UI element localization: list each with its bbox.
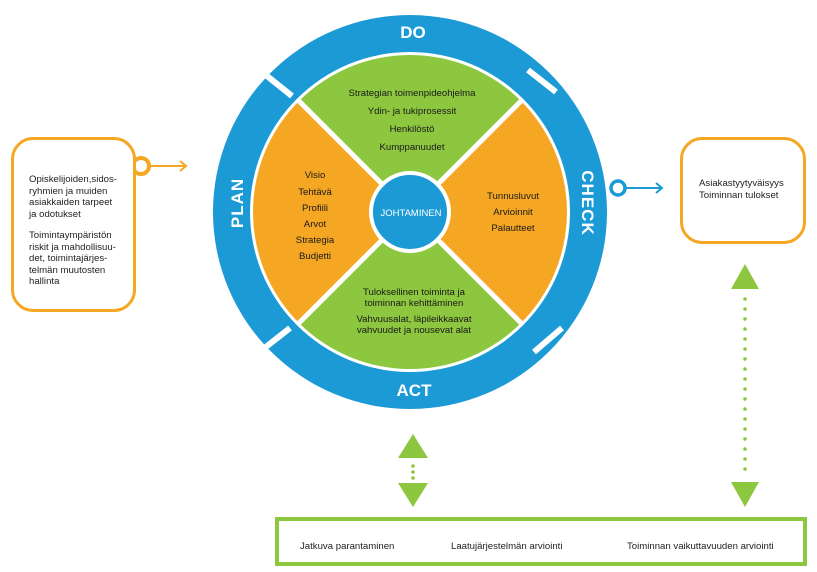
text-line: hallinta <box>29 276 60 288</box>
ring-notches <box>260 67 564 355</box>
segment-left-line: Budjetti <box>299 251 331 262</box>
text-line: Toiminnan tulokset <box>699 189 779 201</box>
arrow-up-triangle <box>731 264 759 289</box>
text-line: asiakkaiden tarpeet <box>29 197 113 209</box>
text-line: ryhmien ja muiden <box>29 185 108 197</box>
evaluation-item: Jatkuva parantaminen <box>300 541 395 552</box>
evaluation-bar: Jatkuva parantaminen Laatujärjestelmän a… <box>275 517 807 566</box>
segment-right-line: Arvioinnit <box>493 207 533 218</box>
segment-right-line: Tunnusluvut <box>487 191 539 202</box>
segment-left-line: Visio <box>305 170 326 181</box>
text-line: Asiakastyytyväisyys <box>699 178 784 189</box>
text-line: det, toimintajärjes- <box>29 253 108 265</box>
text-line: Opiskelijoiden,sidos- <box>29 174 117 185</box>
act-double-arrow <box>398 434 428 507</box>
text-line: ja odotukset <box>29 208 81 220</box>
segment-top-line: Ydin- ja tukiprosessit <box>368 106 457 117</box>
arrow-down-triangle <box>731 482 759 507</box>
check-label: CHECK <box>578 170 597 235</box>
output-double-arrow <box>731 264 759 507</box>
output-box-text: Asiakastyytyväisyys Toiminnan tulokset <box>699 178 799 201</box>
segment-left-line: Arvot <box>304 219 327 230</box>
center-circle <box>369 171 451 253</box>
segment-bottom-line: Vahvuusalat, läpileikkaavat <box>356 314 471 325</box>
input-arrow <box>131 156 188 176</box>
act-label: ACT <box>397 381 433 400</box>
input-box-paragraph-2: Toimintaympäristön riskit ja mahdollisuu… <box>29 230 129 288</box>
segment-left-line: Tehtävä <box>298 187 332 198</box>
text-line: telmän muutosten <box>29 264 106 276</box>
arrow-up-triangle <box>398 434 428 458</box>
text-line: Toimintaympäristön <box>29 230 112 241</box>
input-box-paragraph-1: Opiskelijoiden,sidos- ryhmien ja muiden … <box>29 174 129 220</box>
output-connector-dot <box>609 179 627 197</box>
segment-bottom-line: toiminnan kehittäminen <box>365 298 464 309</box>
segment-right-line: Palautteet <box>491 223 535 234</box>
segment-top-line: Kumppanuudet <box>379 142 444 153</box>
evaluation-item: Toiminnan vaikuttavuuden arviointi <box>627 541 774 552</box>
input-box: Opiskelijoiden,sidos- ryhmien ja muiden … <box>11 137 136 312</box>
segment-right-orange <box>410 101 567 323</box>
output-box: Asiakastyytyväisyys Toiminnan tulokset <box>680 137 806 244</box>
center-label: JOHTAMINEN <box>380 208 441 219</box>
do-label: DO <box>400 23 426 42</box>
segment-bottom-line: Tuloksellinen toiminta ja <box>363 287 466 298</box>
text-line: riskit ja mahdollisuu- <box>29 241 116 253</box>
segment-bottom-green <box>299 212 521 369</box>
segment-bottom-line: vahvuudet ja nousevat alat <box>357 325 471 336</box>
evaluation-item: Laatujärjestelmän arviointi <box>451 541 563 552</box>
segment-left-line: Strategia <box>296 235 335 246</box>
segment-left-line: Profiili <box>302 203 328 214</box>
segment-top-green <box>299 55 521 212</box>
plan-label: PLAN <box>228 178 247 228</box>
segment-top-line: Henkilöstö <box>390 124 435 135</box>
arrow-down-triangle <box>398 483 428 507</box>
segment-left-orange <box>253 101 410 323</box>
segment-top-line: Strategian toimenpideohjelma <box>349 88 477 99</box>
output-arrow <box>609 179 664 197</box>
